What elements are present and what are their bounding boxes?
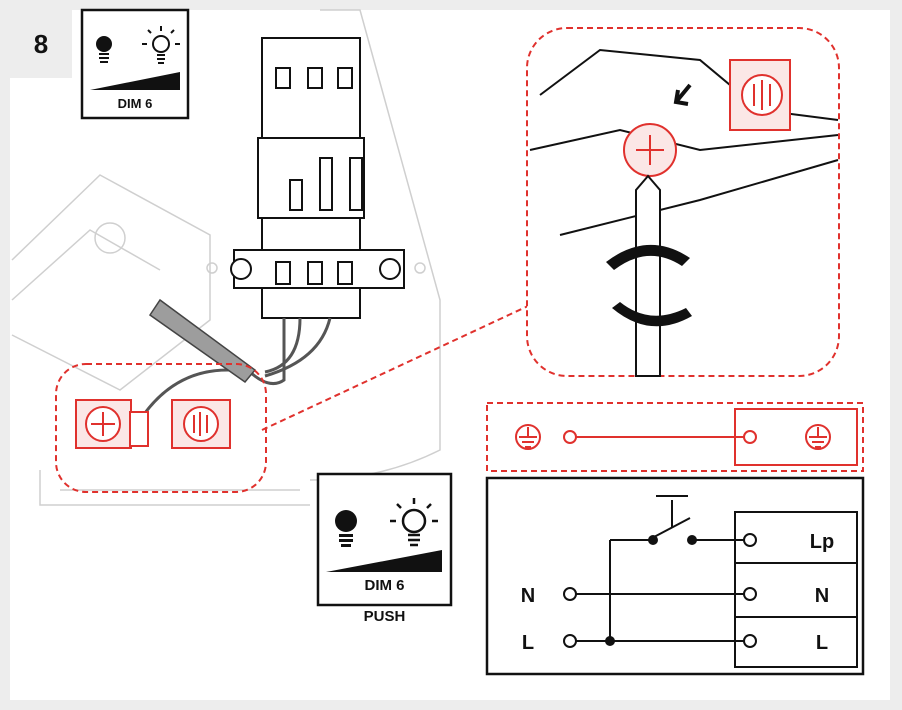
screw-terminal-icon <box>623 123 677 177</box>
screwdriver-icon <box>635 174 661 377</box>
label-left-n: N <box>521 585 535 607</box>
dim-wedge-large <box>326 550 442 572</box>
push-label: PUSH <box>363 608 406 625</box>
ground-symbol-left <box>171 399 231 449</box>
dimmer-small-box <box>80 8 190 120</box>
green-earth-sleeve <box>148 298 257 384</box>
bulb-off-icon <box>335 510 357 547</box>
zoom-connector <box>261 305 529 431</box>
dim-wedge-small <box>90 72 180 90</box>
bulb-on-icon <box>142 26 180 64</box>
dim-label-large: DIM 6 <box>364 577 405 594</box>
dim-label-small: DIM 6 <box>117 96 153 111</box>
label-left-l: L <box>522 632 534 654</box>
ground-icon <box>515 424 541 450</box>
step-number: 8 <box>10 10 72 78</box>
ground-icon <box>805 424 831 450</box>
bulb-on-icon <box>390 498 438 547</box>
bulb-off-icon <box>96 36 112 63</box>
label-right-n: N <box>815 585 829 607</box>
dimmer-module <box>230 37 405 319</box>
arrow-icon <box>673 83 692 106</box>
earth-bar <box>486 402 864 472</box>
zoom-detail <box>526 27 840 377</box>
earth-terminal-detail <box>55 363 267 493</box>
wiring-schematic: N L Lp N L <box>485 476 865 676</box>
label-right-lp: Lp <box>810 531 834 553</box>
label-right-l: L <box>816 632 828 654</box>
rotate-arrow-icon <box>606 244 692 327</box>
dimmer-large-box <box>316 472 453 607</box>
screw-terminal-icon <box>75 399 149 449</box>
